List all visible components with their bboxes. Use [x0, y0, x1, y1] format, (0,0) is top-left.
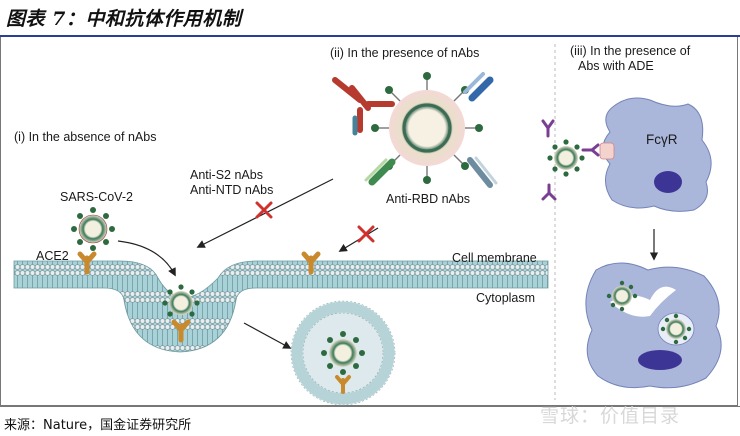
footer-rule: [0, 406, 740, 407]
panel-ii-label: (ii) In the presence of nAbs: [330, 46, 480, 60]
anti-rbd-label: Anti-RBD nAbs: [386, 192, 471, 206]
figure-frame: [0, 37, 738, 406]
virus-with-nabs: [371, 72, 483, 184]
watermark: 雪球：价值目录: [540, 405, 681, 427]
block-x-1: [255, 201, 273, 219]
ace2-receptor-2: [301, 251, 321, 275]
ade-antibodies: [541, 119, 600, 201]
anti-rbd-antibody-2: [467, 156, 498, 188]
cytoplasm-label: Cytoplasm: [476, 291, 536, 305]
virus-free: [71, 207, 115, 251]
cell-membrane-label: Cell membrane: [452, 251, 537, 265]
receptor-label: ACE2: [36, 249, 69, 263]
endocytosis-arrow: [243, 322, 292, 349]
panel-i-label: (i) In the absence of nAbs: [14, 130, 157, 144]
anti-ntd-label: Anti-NTD nAbs: [190, 183, 274, 197]
block-x-2: [357, 225, 375, 243]
virus-ade: [547, 139, 585, 177]
anti-s2-antibody: [332, 77, 395, 136]
anti-ntd-antibody: [463, 72, 494, 102]
virus-in-pit: [162, 284, 200, 317]
panel-iii-label-line2: Abs with ADE: [578, 59, 654, 73]
virus-engulfed-2: [660, 313, 692, 345]
virus-label: SARS-CoV-2: [60, 190, 133, 204]
anti-s2-label: Anti-S2 nAbs: [190, 168, 263, 182]
ace2-receptor: [77, 251, 97, 275]
entry-arrow: [117, 240, 176, 277]
anti-rbd-antibody: [364, 158, 396, 186]
virus-in-endosome: [321, 331, 365, 375]
fc-receptor-label: FcγR: [646, 132, 678, 147]
ace2-receptor-pit: [171, 319, 191, 343]
cell-membrane: [13, 260, 549, 353]
page-title: 图表 7：中和抗体作用机制: [6, 8, 242, 30]
title-rule: [0, 35, 740, 37]
source-note: 来源：Nature，国金证券研究所: [4, 418, 192, 433]
title-bar: 图表 7：中和抗体作用机制: [0, 0, 740, 38]
macrophage-bottom: [585, 262, 722, 389]
ace2-receptor-endosome: [335, 375, 351, 394]
virus-engulfed-1: [606, 280, 638, 312]
panel-iii-label-line1: (iii) In the presence of: [570, 44, 691, 58]
macrophage-top: [599, 97, 712, 212]
